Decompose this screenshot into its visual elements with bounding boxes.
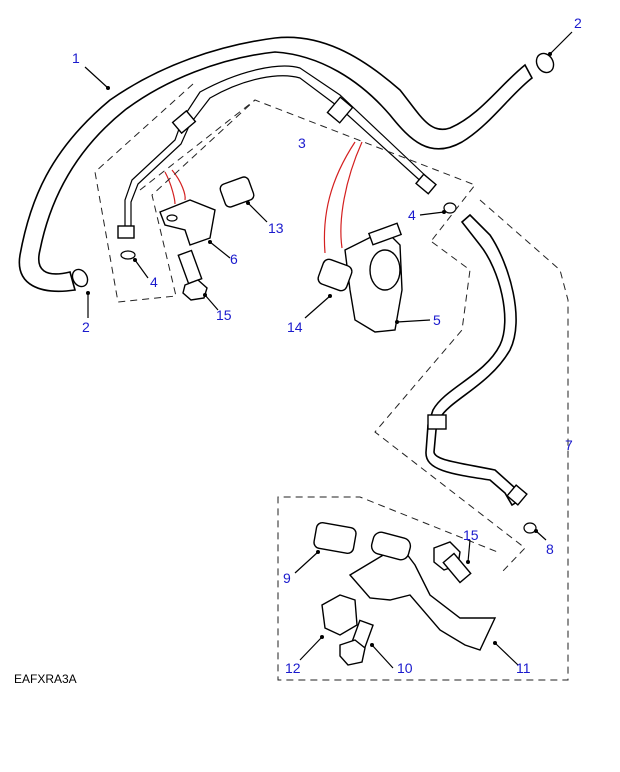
callout-4a: 4 (150, 274, 158, 290)
callout-15b: 15 (463, 527, 479, 543)
clip-part-5 (344, 222, 403, 333)
assembly-arrows (164, 141, 363, 254)
callout-2a: 2 (574, 15, 582, 31)
callout-9: 9 (283, 570, 291, 586)
callout-12: 12 (285, 660, 301, 676)
grommet-part-13 (219, 176, 255, 208)
callout-8: 8 (546, 541, 554, 557)
hose-part-7 (425, 213, 537, 534)
callout-7: 7 (565, 437, 573, 453)
callout-15a: 15 (216, 307, 232, 323)
callout-1: 1 (72, 50, 80, 66)
bolt-part-15-bottom (433, 541, 472, 584)
clip-part-12 (321, 594, 358, 636)
bolt-part-15-top (177, 249, 208, 301)
callout-13: 13 (268, 220, 284, 236)
callout-labels: 1 2 2 3 4 4 5 6 7 8 9 10 11 12 13 14 15 … (72, 15, 582, 676)
callout-10: 10 (397, 660, 413, 676)
callout-2b: 2 (82, 319, 90, 335)
group-outlines (94, 83, 569, 681)
grommet-part-14 (317, 258, 353, 292)
bolt-part-10 (339, 619, 374, 666)
grommet-part-9 (313, 521, 357, 555)
callout-3: 3 (298, 135, 306, 151)
callout-4b: 4 (408, 207, 416, 223)
bracket-part-6 (159, 199, 216, 246)
diagram-code: EAFXRA3A (14, 672, 77, 686)
hose-part-1 (18, 36, 534, 292)
clamp-part-2a (71, 52, 555, 288)
tube-part-3 (117, 65, 457, 260)
callout-5: 5 (433, 312, 441, 328)
bracket-part-11 (348, 531, 497, 651)
callout-6: 6 (230, 251, 238, 267)
callout-11: 11 (516, 660, 531, 676)
callout-14: 14 (287, 319, 303, 335)
leader-lines (84, 31, 573, 669)
